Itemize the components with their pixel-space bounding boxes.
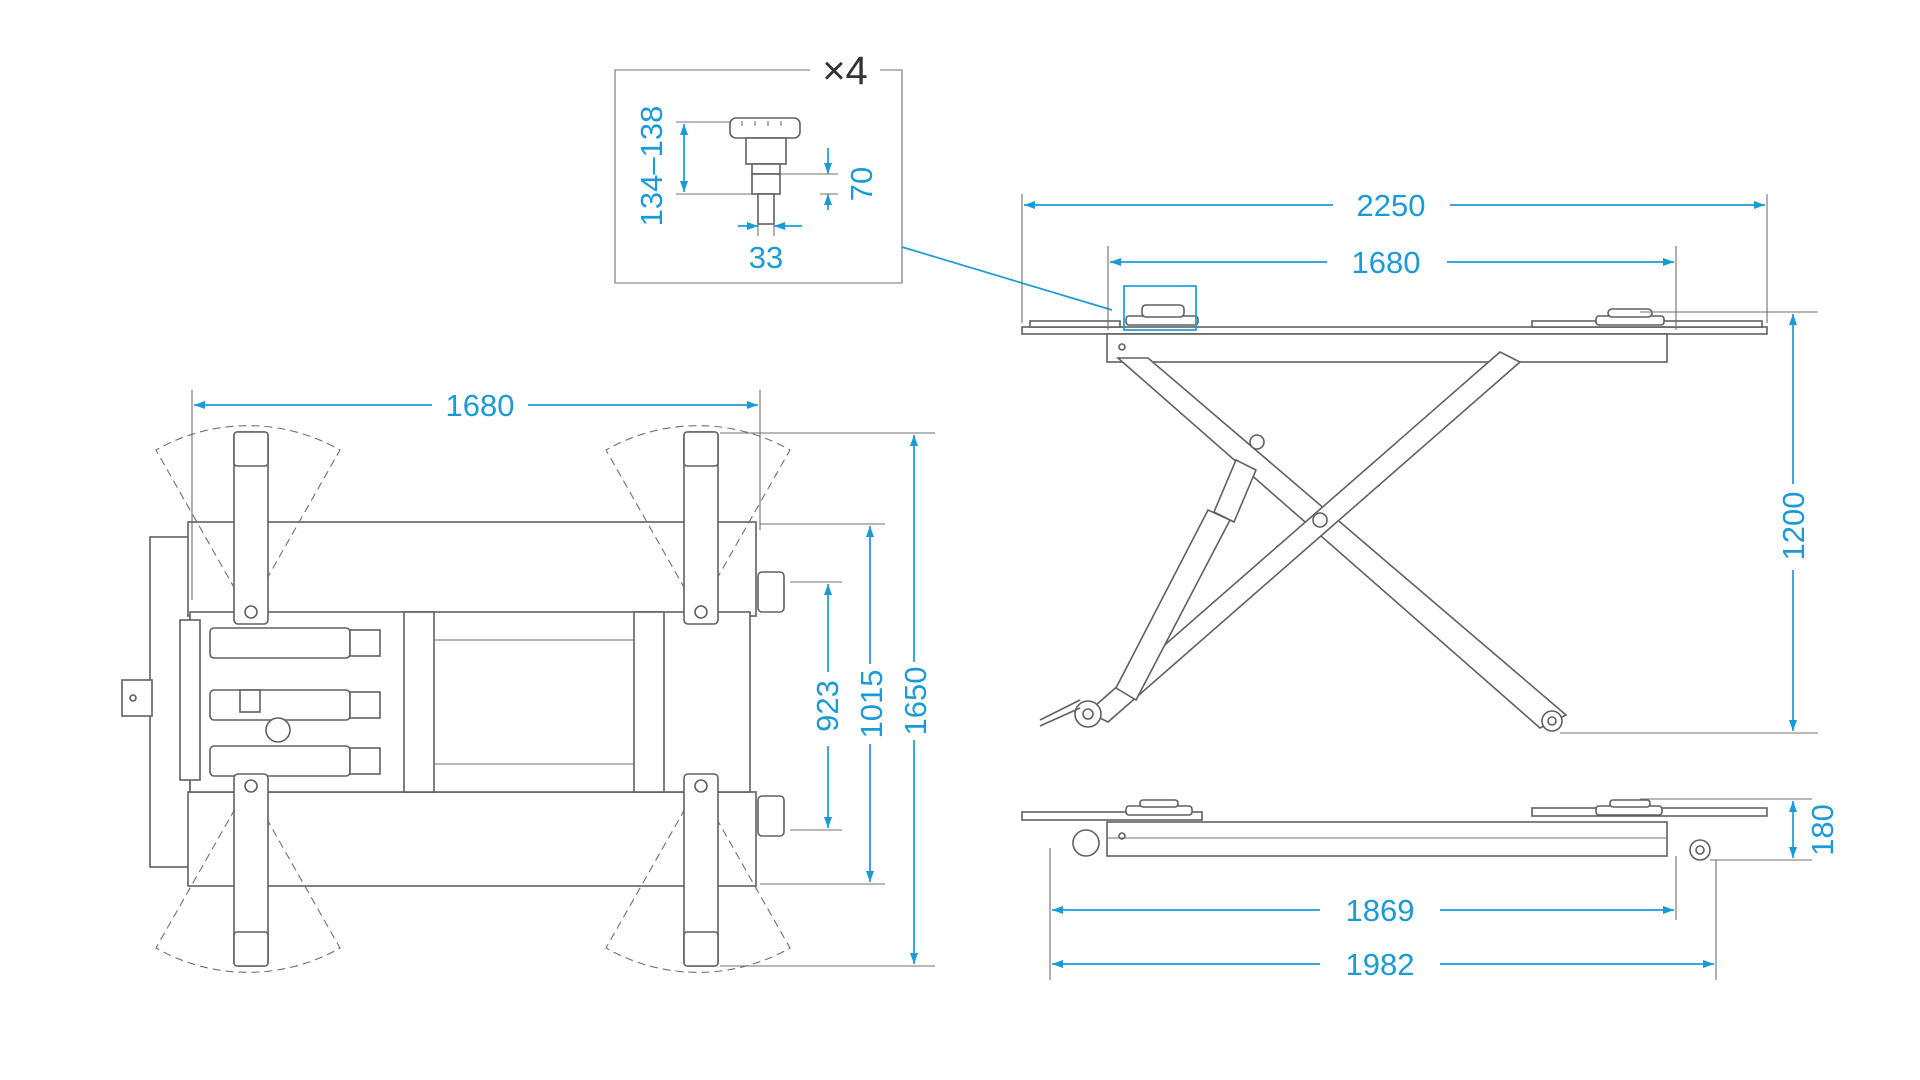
- base-length-label: 1869: [1346, 893, 1415, 928]
- height-range-label: 134–138: [634, 106, 669, 227]
- side-view-drawing: [1021, 285, 1768, 732]
- pad-detail-inset: ×4 134–138 70 33: [614, 49, 1113, 311]
- detail-leader-line: [901, 246, 1113, 311]
- overall-width-label: 1650: [898, 667, 933, 736]
- top-view: 1680 923 1015 1650: [121, 388, 935, 973]
- top-width-label: 1680: [446, 388, 515, 423]
- top-view-drawing: [121, 425, 791, 973]
- pad-span-label: 1680: [1352, 245, 1421, 280]
- min-height-label: 180: [1805, 804, 1840, 856]
- collapsed-overall-length-label: 1982: [1346, 947, 1415, 982]
- max-height-label: 1200: [1776, 492, 1811, 561]
- overall-length-label: 2250: [1357, 188, 1426, 223]
- collapsed-view-drawing: [1021, 799, 1768, 861]
- inner-width-1-label: 923: [810, 680, 845, 732]
- inner-width-2-label: 1015: [854, 670, 889, 739]
- pad-detail-drawing: [729, 117, 801, 225]
- pin-diameter-label: 33: [749, 240, 783, 275]
- quantity-label: ×4: [822, 49, 868, 93]
- side-view-collapsed: 180 1869 1982: [1021, 798, 1840, 982]
- pad-detail-callout-box: [1123, 285, 1197, 331]
- pin-length-label: 70: [844, 167, 879, 201]
- side-view-raised: 2250 1680 1200: [1021, 188, 1818, 734]
